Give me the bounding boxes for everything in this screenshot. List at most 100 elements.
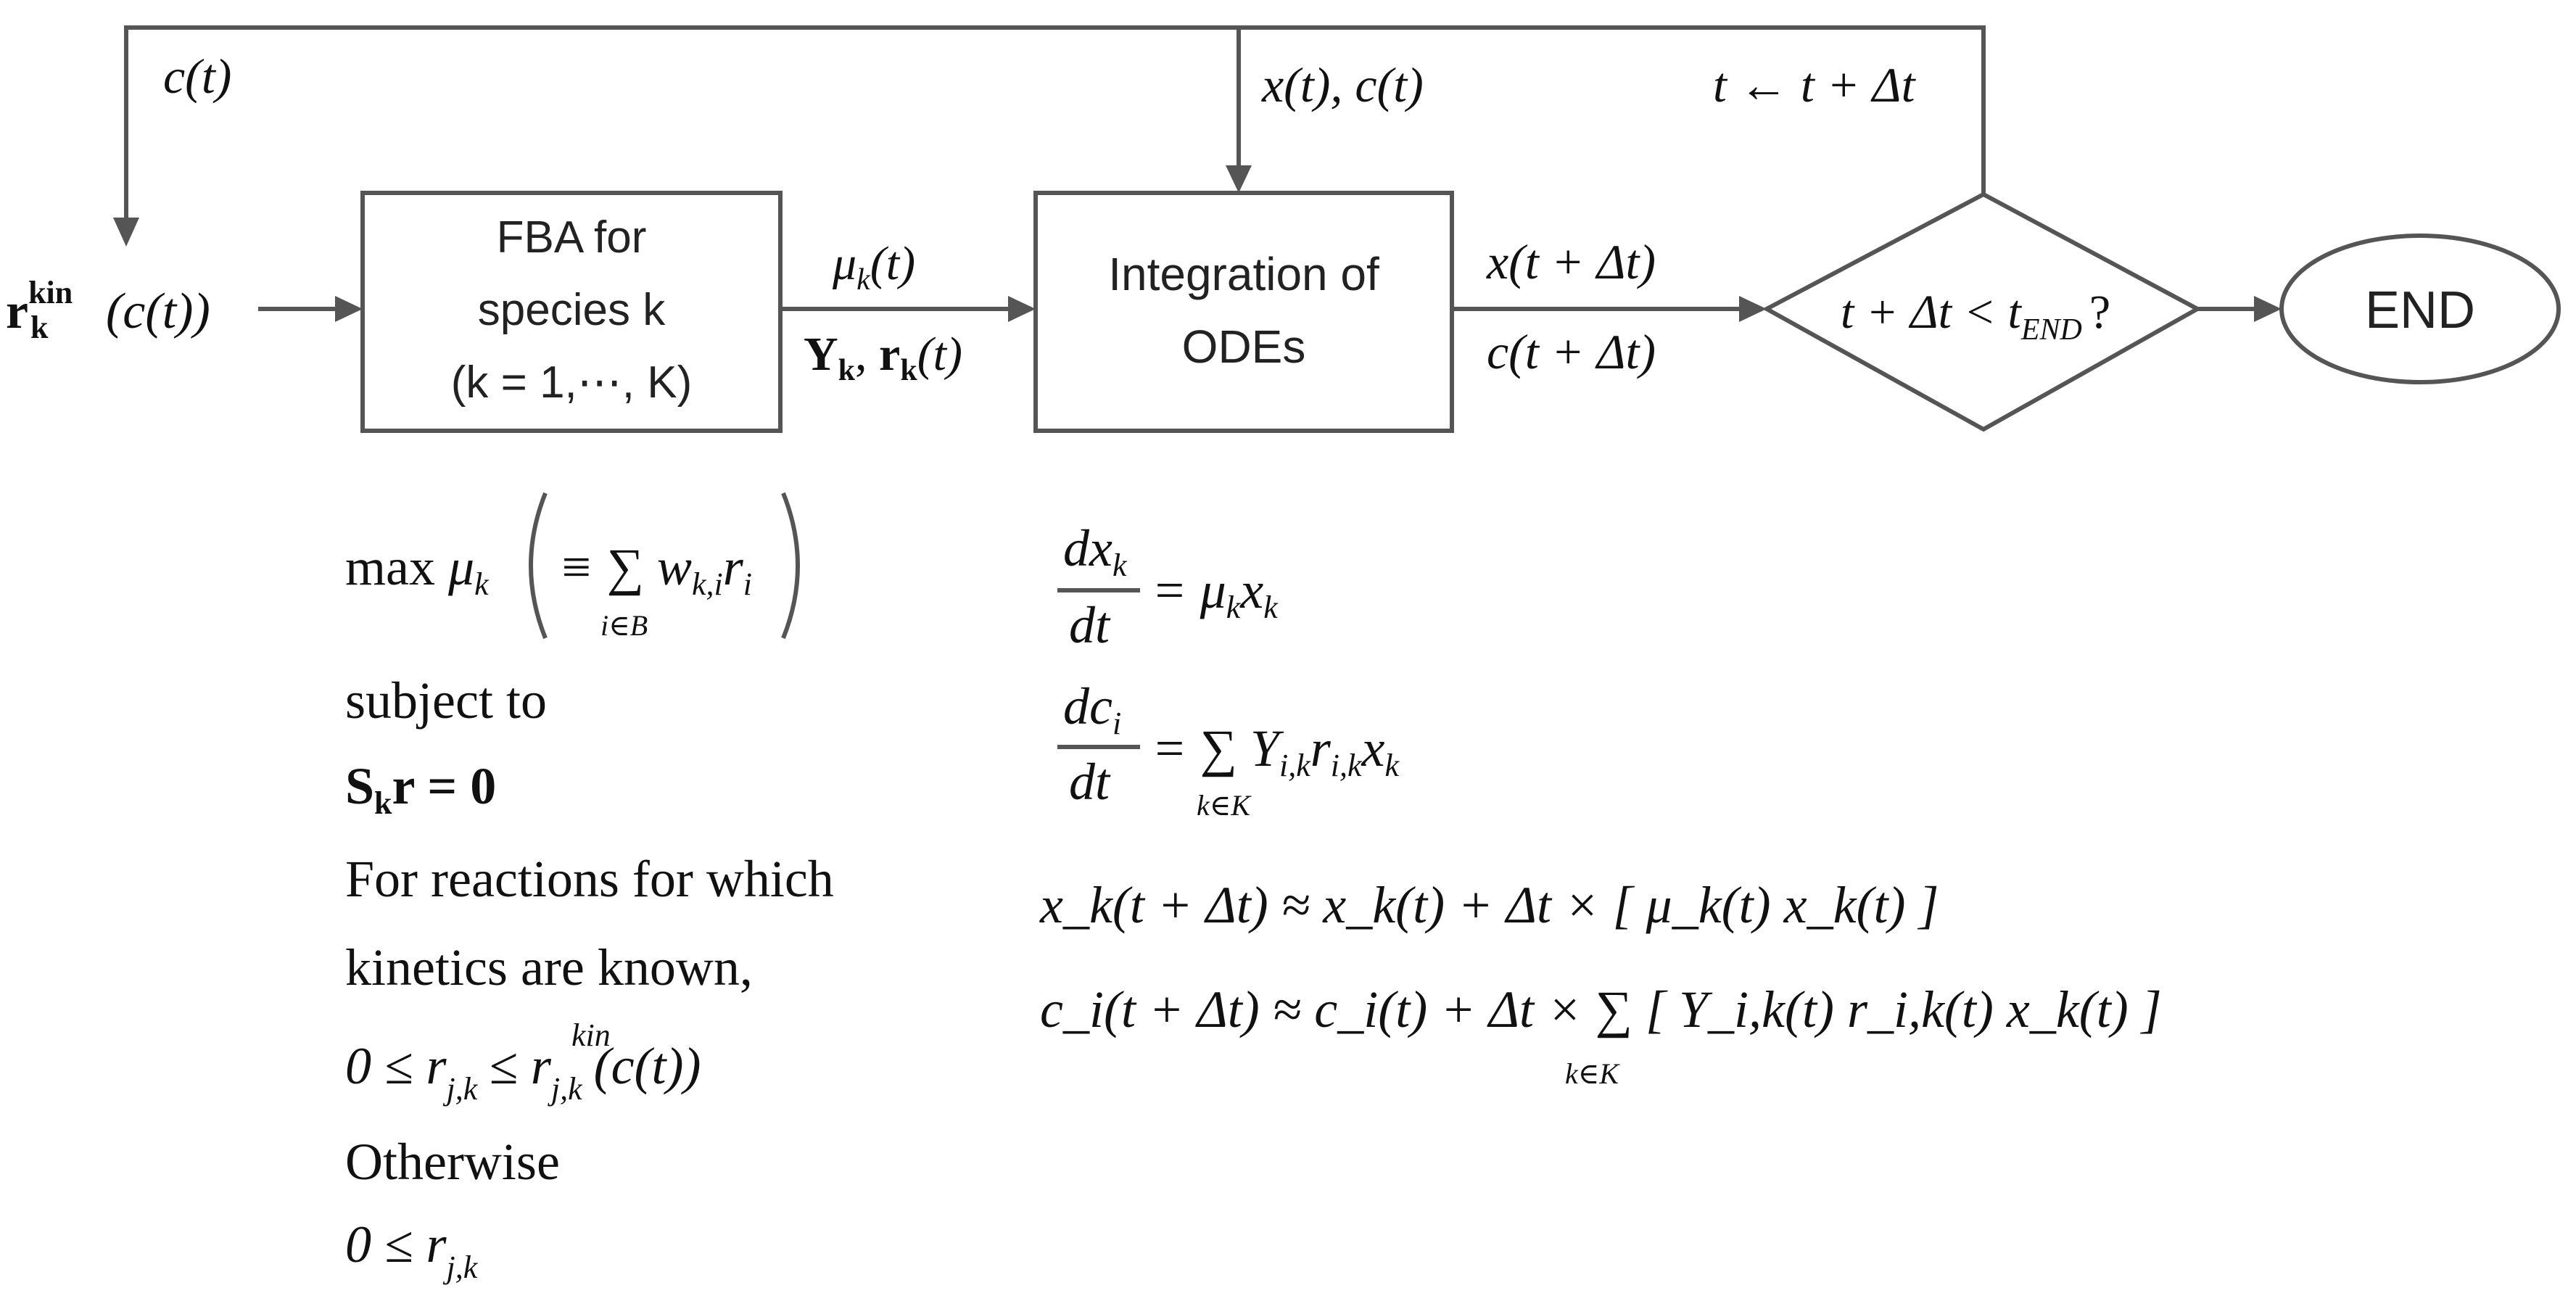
mu-symbol: μ xyxy=(832,237,856,290)
stoich-s: S xyxy=(345,757,374,815)
flow-arrows xyxy=(258,296,2282,322)
objective-r-sub: i xyxy=(743,566,752,602)
ode-equations: dxk dt = μkxk dci dt = ∑ Yi,kri,kxk k∈K … xyxy=(1039,519,2162,1090)
fba-box-line3: (k = 1,⋯, K) xyxy=(451,358,692,408)
svg-text:Skr = 0: Skr = 0 xyxy=(345,757,496,821)
loop-arrowhead-ode xyxy=(1226,165,1252,193)
bound1-sup2: kin xyxy=(571,1017,611,1053)
y-symbol: Y xyxy=(804,328,838,381)
fba-box-line2: species k xyxy=(478,285,666,335)
yr-arg: (t) xyxy=(917,328,962,381)
svg-text:0 ≤ rj,k≤ rj,k(c(t)): 0 ≤ rj,k≤ rj,k(c(t)) xyxy=(345,1037,701,1107)
loop-arrowhead-rkin xyxy=(113,218,139,247)
eq1-rhs: = μ xyxy=(1152,561,1226,619)
bound2: 0 ≤ rj,k xyxy=(345,1215,479,1285)
eq2-x-sub: k xyxy=(1385,748,1400,783)
eq4-sum-sub: k∈K xyxy=(1565,1057,1620,1090)
objective-sum-sub: i∈B xyxy=(600,609,648,642)
objective-left-paren xyxy=(529,492,548,640)
decision-label: t + Δt < tEND? xyxy=(1841,286,2110,347)
svg-text:μk(t): μk(t) xyxy=(832,237,915,297)
arrowhead-ode xyxy=(1008,296,1036,322)
objective-mu-sub: k xyxy=(474,566,490,602)
rkin-sub: k xyxy=(30,310,49,345)
svg-text:= ∑ Yi,kri,kxk: = ∑ Yi,kri,kxk xyxy=(1152,719,1400,783)
time-update-label: t ← t + Δt xyxy=(1713,57,1917,112)
eq1-num-sub: k xyxy=(1112,548,1128,583)
stoich-constraint: Skr = 0 xyxy=(345,757,496,821)
bound1-mid: ≤ r xyxy=(489,1037,552,1095)
svg-text:dxk: dxk xyxy=(1063,519,1128,583)
bound1-lhs: 0 ≤ r xyxy=(345,1037,447,1095)
bound1: 0 ≤ rj,k≤ rj,k(c(t)) kin xyxy=(345,1017,701,1107)
bound1-sub1: j,k xyxy=(443,1071,479,1107)
yr-label: Yk, rk(t) xyxy=(804,328,962,387)
objective-right-paren xyxy=(781,492,800,640)
eq1-den: dt xyxy=(1069,596,1111,654)
decision-sub: END xyxy=(2020,313,2082,347)
end-ellipse xyxy=(2279,234,2561,384)
svg-text:rkin: rkin xyxy=(6,275,73,339)
bound2-sub: j,k xyxy=(443,1250,479,1285)
bound1-arg: (c(t)) xyxy=(594,1037,701,1095)
eq1-rhs-sub1: k xyxy=(1226,590,1242,625)
objective-w-sub: k,i xyxy=(692,566,723,602)
eq2-r-sub: i,k xyxy=(1331,748,1363,783)
objective-mu: μ xyxy=(447,538,474,596)
decision-question: ? xyxy=(2089,286,2110,339)
rkin-arg: (c(t)) xyxy=(106,284,210,339)
ode-eq3: x_k(t + Δt) ≈ x_k(t) + Δt × [ μ_k(t) x_k… xyxy=(1039,876,1939,934)
fba-box xyxy=(360,191,783,433)
eq2-r: r xyxy=(1310,719,1332,777)
r-sub: k xyxy=(900,354,917,387)
eq1-rhs-x: x xyxy=(1239,561,1263,619)
svg-text:t + Δt < tEND?: t + Δt < tEND? xyxy=(1841,286,2110,347)
stoich-sub: k xyxy=(374,785,392,821)
otherwise: Otherwise xyxy=(345,1133,560,1191)
eq1-num: dx xyxy=(1063,519,1112,577)
arrowhead-fba xyxy=(335,296,363,322)
svg-text:0 ≤ rj,k: 0 ≤ rj,k xyxy=(345,1215,479,1285)
stoich-rest: r = 0 xyxy=(392,757,497,815)
ode-box xyxy=(1033,191,1454,433)
y-sub: k xyxy=(838,354,856,387)
feedback-c-label: c(t) xyxy=(163,49,231,104)
end-label: END xyxy=(2365,281,2475,339)
arrowhead-decision xyxy=(1739,296,1767,322)
c-next-label: c(t + Δt) xyxy=(1487,324,1656,379)
known-line2: kinetics are known, xyxy=(345,938,753,996)
eq2-sum-sub: k∈K xyxy=(1197,789,1252,822)
arrowhead-end xyxy=(2254,296,2282,322)
ode-eq2: dci dt = ∑ Yi,kri,kxk k∈K xyxy=(1057,677,1400,822)
ode-eq4: c_i(t + Δt) ≈ c_i(t) + Δt × ∑ [ Y_i,k(t)… xyxy=(1040,980,2162,1038)
eq2-y-sub: i,k xyxy=(1279,748,1311,783)
decision-diamond xyxy=(1762,191,2203,432)
known-line1: For reactions for which xyxy=(345,850,834,908)
loop-line-outer xyxy=(124,25,1986,225)
eq1-rhs-sub2: k xyxy=(1263,590,1279,625)
eq2-rhs: = ∑ Y xyxy=(1152,719,1284,777)
svg-text:Yk, rk(t): Yk, rk(t) xyxy=(804,328,962,387)
rkin-sup: kin xyxy=(28,275,73,310)
ode-box-line2: ODEs xyxy=(1182,321,1306,373)
decision-lhs: t + Δt < t xyxy=(1841,286,2022,339)
objective-max: max xyxy=(345,538,435,596)
eq2-num-sub: i xyxy=(1112,706,1121,741)
svg-text:dci: dci xyxy=(1063,677,1121,741)
xc-top-label: x(t), c(t) xyxy=(1261,57,1424,112)
bound2-lhs: 0 ≤ r xyxy=(345,1215,447,1273)
svg-text:≡ ∑ wk,iri: ≡ ∑ wk,iri xyxy=(558,538,752,602)
ode-box-line1: Integration of xyxy=(1108,248,1379,300)
eq2-num: dc xyxy=(1063,677,1112,735)
mu-sub: k xyxy=(856,263,871,297)
mu-arg: (t) xyxy=(870,237,915,290)
x-next-label: x(t + Δt) xyxy=(1486,234,1656,289)
fba-box-line1: FBA for xyxy=(497,212,647,263)
ode-eq1: dxk dt = μkxk xyxy=(1057,519,1279,654)
rkin-label: rkin k (c(t)) xyxy=(6,275,210,345)
eq2-den: dt xyxy=(1069,753,1111,811)
